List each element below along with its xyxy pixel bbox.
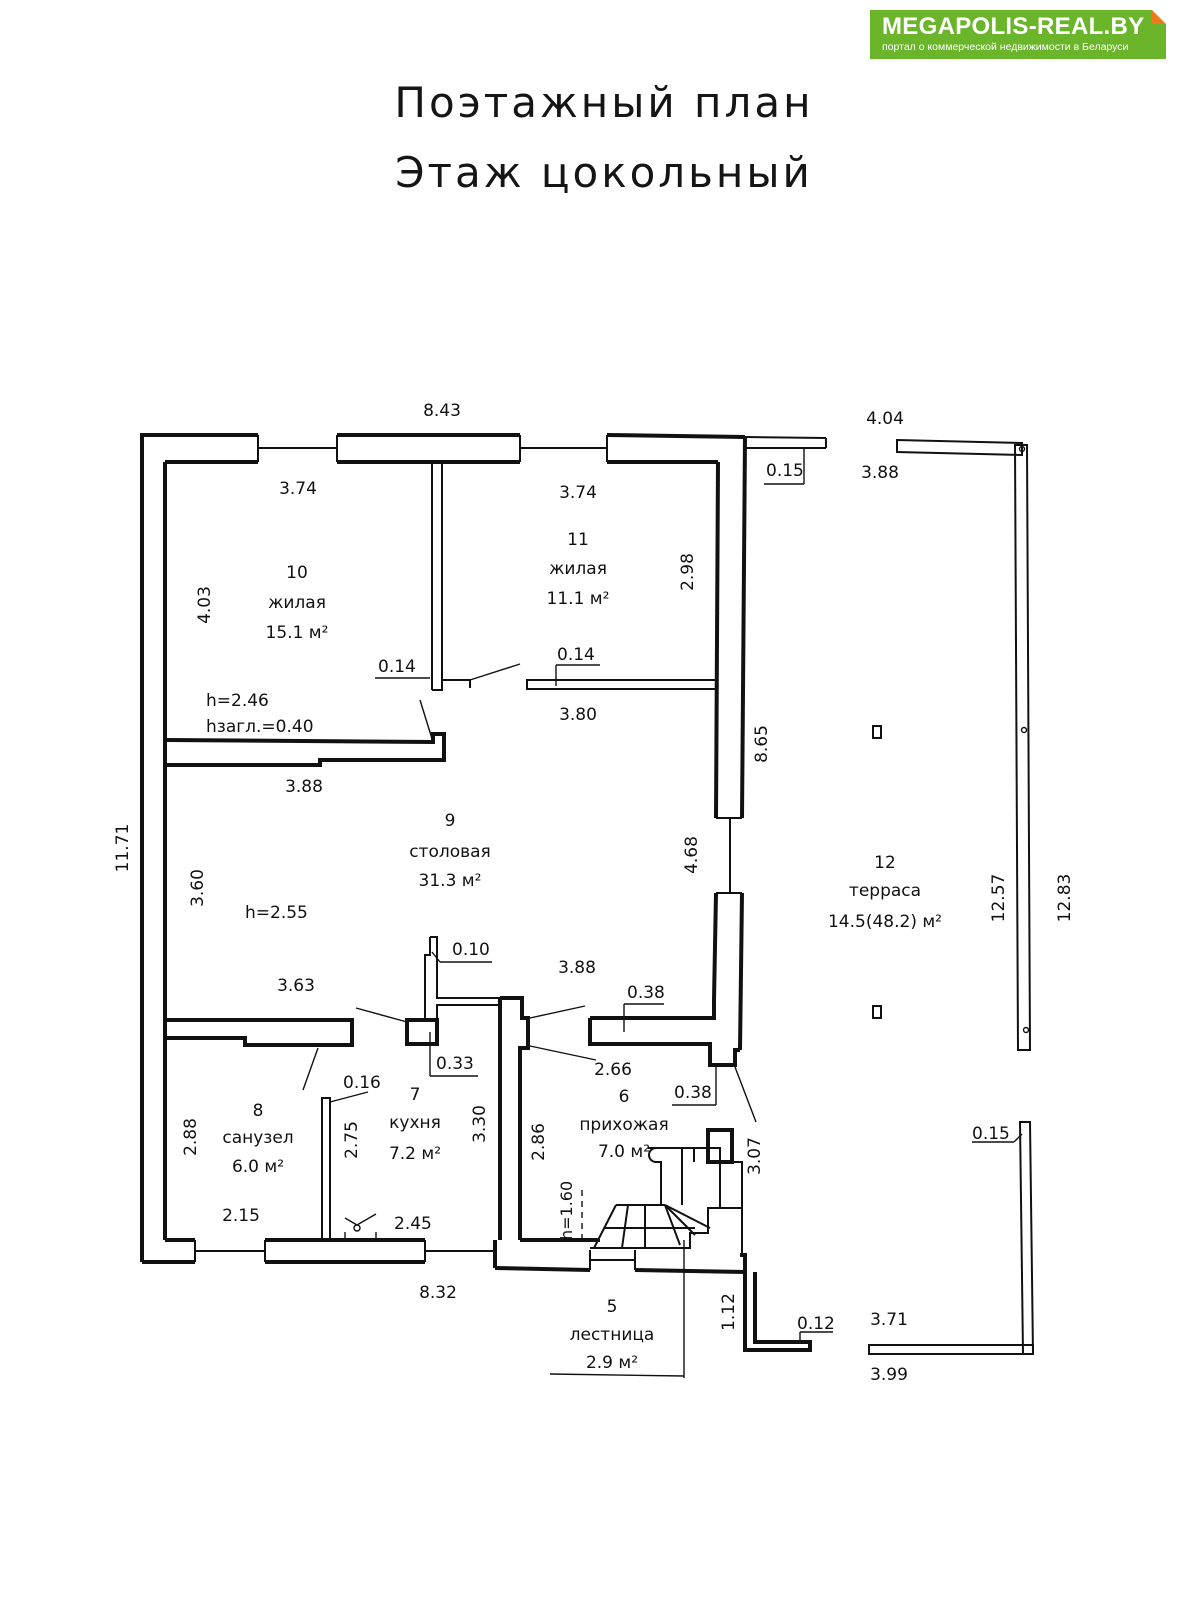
dim-r10-top: 3.74 (279, 479, 317, 499)
dim-r9-top: 3.88 (285, 777, 323, 797)
room-number: 12 (874, 853, 896, 873)
room-name: лестница (570, 1325, 655, 1345)
room-area: 31.3 м² (419, 871, 482, 891)
room-number: 6 (619, 1087, 630, 1107)
room-number: 5 (607, 1297, 618, 1317)
logo-corner-fold (1152, 10, 1166, 24)
room-11: 11 жилая 11.1 м² (547, 530, 610, 609)
dim-r11-partition: 0.14 (557, 645, 595, 665)
dim-partition-033: 0.33 (436, 1054, 474, 1074)
ceiling-height: h=2.55 (245, 903, 308, 923)
terrace-walls (764, 438, 1035, 1355)
exterior-walls (140, 433, 827, 1274)
dim-r6-left: 2.86 (529, 1123, 549, 1161)
dim-r10-partition: 0.14 (378, 657, 416, 677)
dim-r11-right: 2.98 (678, 553, 698, 591)
dim-east-wall: 8.65 (752, 725, 772, 763)
dim-terrace-top-outer: 4.04 (866, 409, 904, 429)
ceiling-height: h=1.60 (557, 1181, 576, 1240)
leader-lines (329, 664, 717, 1106)
room-name: кухня (389, 1113, 441, 1133)
dim-top-overall: 8.43 (423, 401, 461, 421)
dim-r7-right: 3.30 (470, 1105, 490, 1143)
dim-wall-038-b: 0.38 (674, 1083, 712, 1103)
dim-r9-bottom-right: 3.88 (558, 958, 596, 978)
window (424, 1240, 496, 1262)
room-area: 15.1 м² (266, 623, 329, 643)
dim-r8-bottom: 2.15 (222, 1206, 260, 1226)
dim-r9-left: 3.60 (188, 869, 208, 907)
room-name: терраса (849, 881, 921, 901)
room-name: столовая (409, 842, 491, 862)
room-name: жилая (549, 559, 607, 579)
room-number: 9 (445, 811, 456, 831)
room-number: 11 (567, 530, 589, 550)
dim-r6-right: 3.07 (745, 1137, 765, 1175)
room-7: 7 кухня 7.2 м² (389, 1085, 441, 1164)
interior-walls (163, 462, 757, 1242)
window (589, 1250, 636, 1270)
dimension-labels: 8.43 11.71 8.32 3.74 4.03 0.14 3.74 2.98… (113, 401, 1075, 1385)
room-12: 12 терраса 14.5(48.2) м² (828, 853, 942, 932)
ceiling-height: h=2.46 (206, 691, 269, 711)
dim-bottom-overall: 8.32 (419, 1283, 457, 1303)
window (194, 1240, 266, 1262)
dim-r8-left: 2.88 (181, 1118, 201, 1156)
window (257, 435, 338, 462)
dim-stair-wall: 0.12 (797, 1314, 835, 1334)
floor-title: Этаж цокольный (395, 148, 813, 197)
room-name: жилая (268, 593, 326, 613)
room-10: 10 жилая 15.1 м² h=2.46 hзагл.=0.40 (206, 563, 328, 737)
room-name: санузел (222, 1128, 293, 1148)
dim-left-overall: 11.71 (113, 824, 133, 873)
column (872, 725, 882, 739)
dim-stair-length: 1.12 (719, 1293, 739, 1331)
room-number: 10 (286, 563, 308, 583)
logo-name: MEGAPOLIS-REAL.BY (882, 13, 1145, 40)
window (716, 817, 742, 894)
dim-r7-bottom: 2.45 (394, 1214, 432, 1234)
room-number: 7 (410, 1085, 421, 1105)
dim-wall-038-a: 0.38 (627, 983, 665, 1003)
staircase (549, 1128, 833, 1378)
dim-r10-left: 4.03 (195, 586, 215, 624)
room-area: 14.5(48.2) м² (828, 912, 942, 932)
room-area: 11.1 м² (547, 589, 610, 609)
dim-r6-top: 2.66 (594, 1060, 632, 1080)
dim-r9-right: 4.68 (682, 836, 702, 874)
logo-tagline: портал о коммерческой недвижимости в Бел… (882, 41, 1129, 53)
room-area: 7.0 м² (598, 1142, 650, 1162)
dim-terrace-inner-height: 12.57 (989, 874, 1009, 923)
dim-terrace-bottom-outer: 3.99 (870, 1365, 908, 1385)
dim-r7-left: 2.75 (342, 1121, 362, 1159)
sunken-height: hзагл.=0.40 (206, 717, 314, 737)
plan-title: Поэтажный план (394, 78, 814, 127)
dim-r11-top: 3.74 (559, 483, 597, 503)
room-number: 8 (253, 1101, 264, 1121)
room-name: прихожая (579, 1115, 668, 1135)
stove-icon (344, 1213, 377, 1240)
dim-r11-bottom: 3.80 (559, 705, 597, 725)
dim-terrace-wall-015-a: 0.15 (766, 461, 804, 481)
dim-terrace-wall-015-b: 0.15 (972, 1124, 1010, 1144)
room-area: 7.2 м² (389, 1144, 441, 1164)
room-area: 6.0 м² (232, 1157, 284, 1177)
site-logo[interactable]: MEGAPOLIS-REAL.BY портал о коммерческой … (870, 10, 1166, 59)
room-9: 9 столовая 31.3 м² h=2.55 (245, 811, 491, 923)
room-5: 5 лестница 2.9 м² (570, 1297, 655, 1373)
room-6: 6 прихожая 7.0 м² h=1.60 (557, 1087, 669, 1240)
dim-partition-016: 0.16 (343, 1073, 381, 1093)
dim-terrace-bottom-inner: 3.71 (870, 1310, 908, 1330)
room-area: 2.9 м² (586, 1353, 638, 1373)
window (519, 435, 608, 462)
room-8: 8 санузел 6.0 м² (222, 1101, 293, 1177)
dim-partition-010: 0.10 (452, 940, 490, 960)
dim-r9-bottom-left: 3.63 (277, 976, 315, 996)
dim-terrace-outer-height: 12.83 (1055, 874, 1075, 923)
column (872, 1005, 882, 1019)
dim-terrace-top-inner: 3.88 (861, 463, 899, 483)
